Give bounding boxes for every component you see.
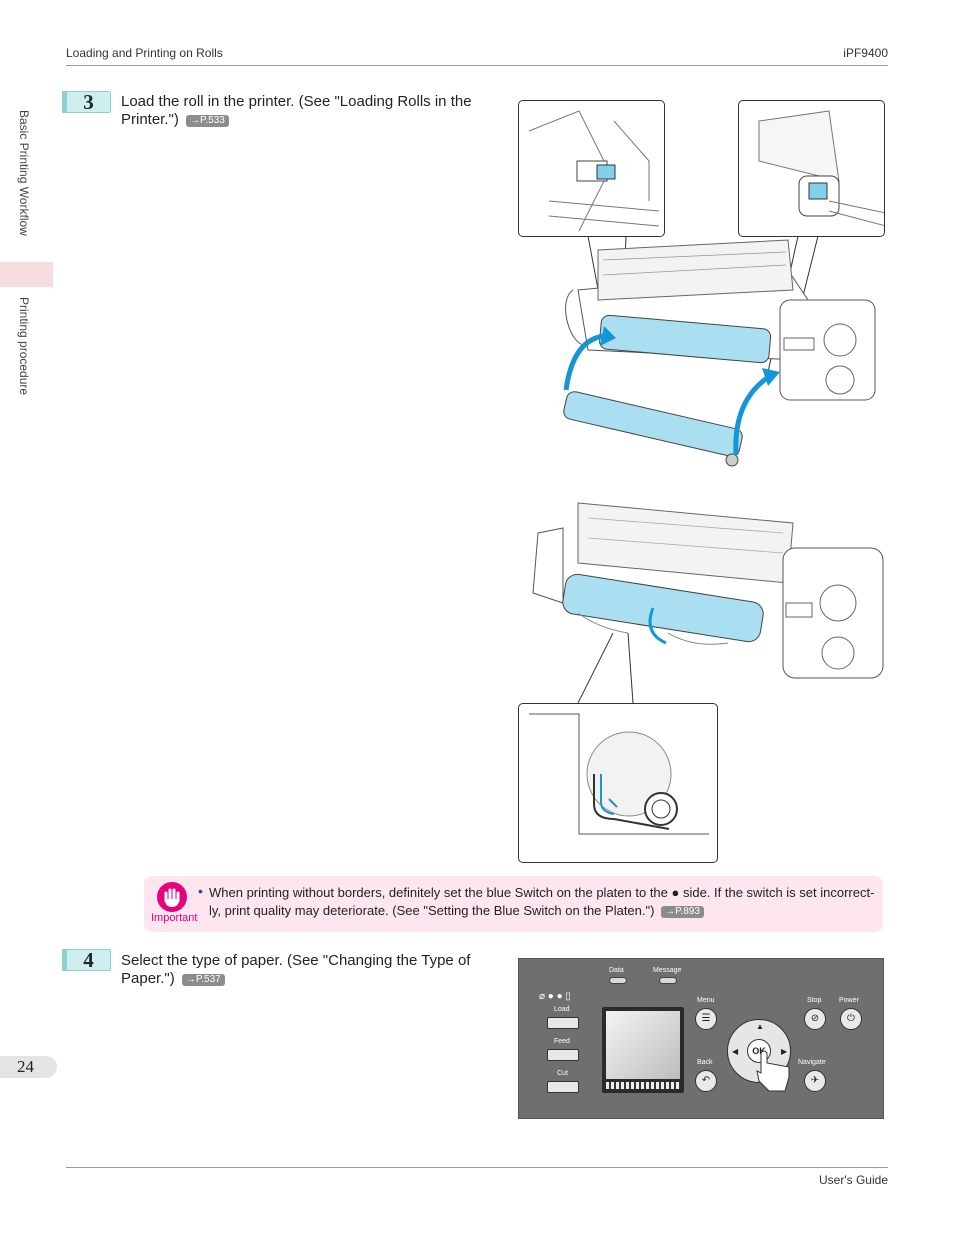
bullet-icon: • (198, 883, 203, 899)
page-number: 24 (0, 1056, 57, 1078)
important-body: When printing without borders, definitel… (209, 885, 875, 918)
important-label: Important (151, 912, 198, 924)
display-screen (602, 1007, 684, 1093)
paper-path-detail (518, 703, 718, 863)
right-arrow-icon: ▶ (781, 1047, 788, 1056)
control-panel-illustration: Data Message ⌀ ● ● ▯ Load Feed Cut Menu … (518, 958, 884, 1119)
footer-guide-title: User's Guide (819, 1173, 888, 1187)
holder-detail-left (518, 100, 665, 237)
data-lamp (609, 977, 627, 984)
cut-label: Cut (557, 1070, 568, 1077)
step-instruction: Select the type of paper. (See "Changing… (121, 952, 471, 987)
important-note: Important • When printing without border… (144, 876, 883, 932)
stop-button: ⊘ (804, 1008, 826, 1030)
page-reference-link[interactable]: →P.533 (186, 115, 229, 127)
ink-level-bar (606, 1082, 680, 1089)
roll-sheet-icon: ⌀ ● ● ▯ (539, 991, 571, 1002)
page-reference-link[interactable]: →P.537 (181, 974, 225, 986)
load-label: Load (554, 1006, 570, 1013)
step-number-badge: 3 (62, 91, 111, 113)
up-arrow-icon: ▲ (756, 1022, 764, 1031)
pressing-finger-icon (756, 1050, 790, 1092)
step-text: Load the roll in the printer. (See "Load… (121, 93, 491, 129)
footer-divider (66, 1167, 888, 1168)
feed-button (547, 1049, 579, 1061)
running-header-model: iPF9400 (843, 46, 888, 60)
back-label: Back (697, 1059, 713, 1066)
cut-button (547, 1081, 579, 1093)
load-button (547, 1017, 579, 1029)
roll-setting-illustration (518, 493, 885, 865)
back-button: ↶ (695, 1070, 717, 1092)
holder-detail-right (738, 100, 885, 237)
message-lamp-label: Message (653, 967, 682, 974)
sidebar-chapter[interactable]: Basic Printing Workflow (17, 110, 31, 236)
feed-label: Feed (554, 1038, 570, 1045)
sidebar-section[interactable]: Printing procedure (17, 297, 31, 396)
stop-hand-icon (157, 882, 187, 912)
data-lamp-label: Data (609, 967, 624, 974)
menu-label: Menu (697, 997, 715, 1004)
step-text: Select the type of paper. (See "Changing… (121, 952, 491, 988)
page-reference-link[interactable]: →P.893 (661, 906, 704, 918)
menu-button: ☰ (695, 1008, 717, 1030)
sidebar-tab-marker (0, 262, 53, 287)
header-divider (66, 65, 888, 66)
navigate-label: Navigate (798, 1059, 826, 1066)
power-label: Power (839, 997, 859, 1004)
message-lamp (659, 977, 677, 984)
stop-label: Stop (807, 997, 822, 1004)
step-instruction: Load the roll in the printer. (See "Load… (121, 93, 472, 128)
step-number-badge: 4 (62, 949, 111, 971)
power-button: ⏻ (840, 1008, 862, 1030)
running-header-section: Loading and Printing on Rolls (66, 46, 223, 60)
roll-loading-illustration (518, 100, 885, 472)
left-arrow-icon: ◀ (732, 1047, 739, 1056)
navigate-button: ✈ (804, 1070, 826, 1092)
important-text: When printing without borders, definitel… (209, 884, 876, 920)
